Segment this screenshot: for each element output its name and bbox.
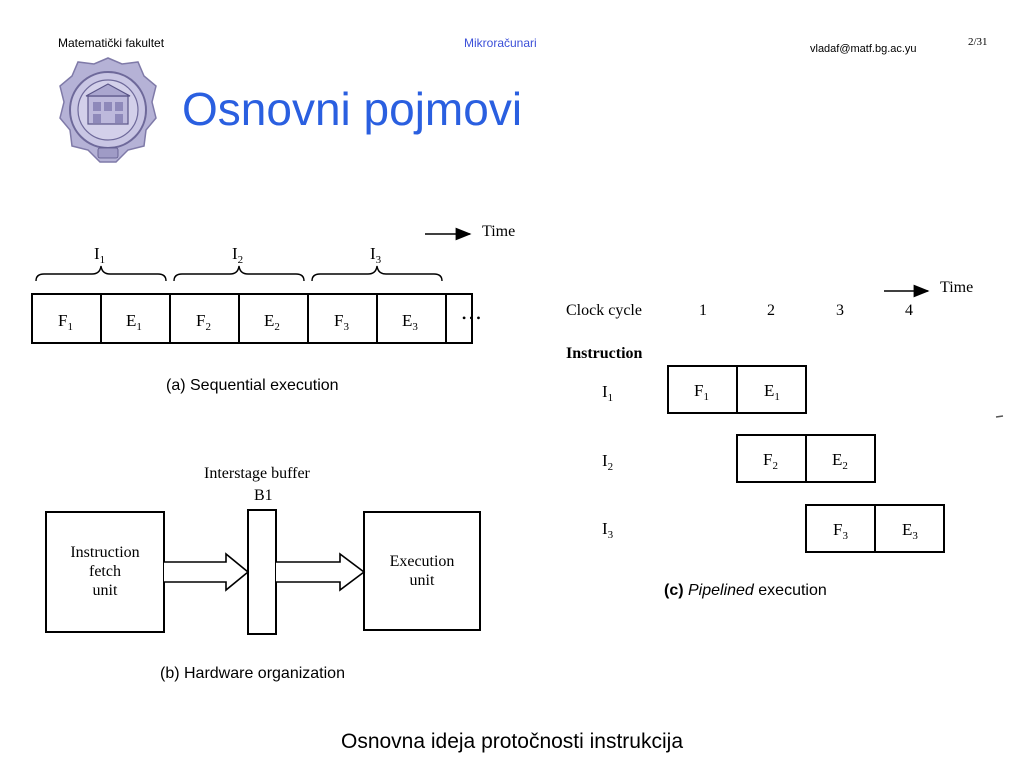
buffer-name: B1: [254, 487, 273, 504]
svg-text:E3: E3: [902, 520, 918, 542]
pipeline-cell-e1: [736, 365, 807, 414]
slide-title: Osnovni pojmovi: [182, 83, 523, 135]
stage-cell-e1: E1: [126, 311, 142, 333]
time-label: Time: [940, 279, 973, 296]
time-label: Time: [482, 223, 515, 240]
instruction-label: I2: [232, 244, 243, 266]
svg-text:E2: E2: [832, 450, 848, 472]
svg-text:F1: F1: [694, 381, 709, 403]
fetch-unit-label: unit: [93, 582, 118, 599]
cycle-number: 4: [905, 302, 913, 319]
svg-text:E1: E1: [764, 381, 780, 403]
buffer-label: Interstage buffer: [204, 465, 311, 482]
brace: [311, 265, 443, 282]
stage-cell-e2: E2: [264, 311, 280, 333]
author-email: vladaf@matf.bg.ac.yu: [810, 43, 917, 55]
continuation-ellipsis: • • •: [462, 311, 481, 325]
sequential-execution-diagram: Time I1 I2 I3 F1 E1 F2 E2 F3 E3 • • • (a…: [31, 223, 515, 394]
fetch-unit-label: Instruction: [70, 544, 139, 561]
sequential-caption: (a) Sequential execution: [166, 377, 339, 394]
stage-cell-e3: E3: [402, 311, 418, 333]
course-name: Mikroračunari: [464, 36, 537, 50]
hardware-caption: (b) Hardware organization: [160, 665, 345, 682]
pipelined-execution-diagram: Time Clock cycle 1 2 3 4 Instruction I1 …: [566, 279, 1004, 599]
row-label-i2: I2: [602, 451, 613, 473]
exec-unit-label: unit: [410, 572, 435, 589]
faculty-seal-logo: [59, 57, 157, 163]
instruction-header: Instruction: [566, 345, 643, 362]
brace: [173, 265, 305, 282]
instruction-label: I1: [94, 244, 105, 266]
stage-cell-f2: F2: [196, 311, 211, 333]
fetch-unit-label: fetch: [89, 563, 121, 580]
cycle-number: 3: [836, 302, 844, 319]
pipeline-cell-e3: [874, 504, 945, 553]
slide-caption: Osnovna ideja protočnosti instrukcija: [340, 730, 683, 753]
page-number: 2/31: [968, 36, 988, 48]
instruction-label: I3: [370, 244, 382, 266]
brace: [35, 265, 167, 282]
stage-cell-f1: F1: [58, 311, 73, 333]
hollow-arrow: [164, 552, 250, 592]
cycle-number: 1: [699, 302, 707, 319]
pipelined-caption: (c) Pipelined execution: [664, 582, 827, 599]
stage-cell-f3: F3: [334, 311, 349, 333]
execution-unit-box: [363, 511, 481, 631]
row-label-i1: I1: [602, 382, 613, 404]
pipeline-cell-e2: [805, 434, 876, 483]
interstage-buffer-box: [247, 509, 277, 635]
stray-mark: [995, 415, 1004, 418]
svg-text:F2: F2: [763, 450, 778, 472]
cycle-number: 2: [767, 302, 775, 319]
hardware-organization-diagram: Interstage buffer B1 Instruction fetch u…: [45, 465, 481, 682]
clock-cycle-label: Clock cycle: [566, 302, 642, 319]
exec-unit-label: Execution: [390, 553, 455, 570]
row-label-i3: I3: [602, 519, 614, 541]
hollow-arrow: [276, 552, 366, 592]
institution-name: Matematički fakultet: [58, 36, 165, 50]
svg-text:F3: F3: [833, 520, 848, 542]
